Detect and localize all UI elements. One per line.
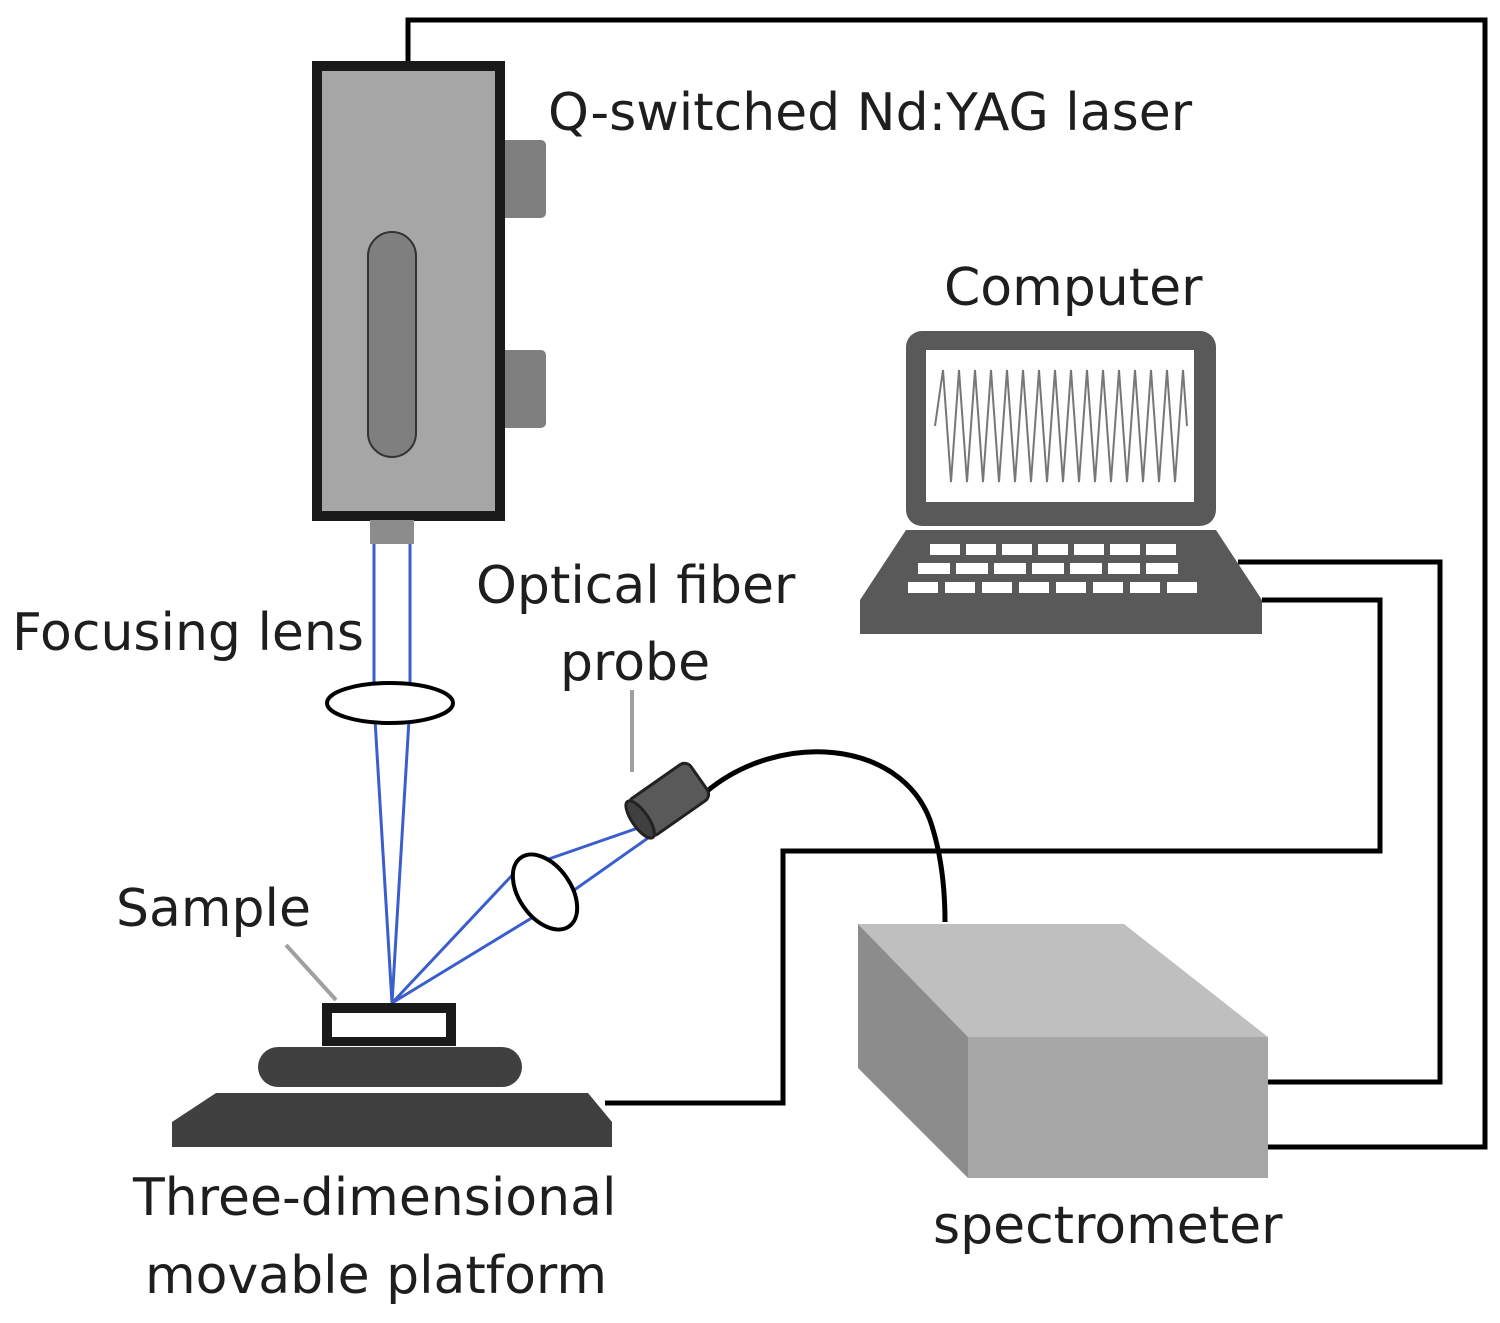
optical-fiber-cable — [704, 749, 948, 923]
spectrometer-label: spectrometer — [933, 1196, 1283, 1256]
collecting-lens-icon — [510, 852, 580, 932]
beam-focus-left — [372, 702, 394, 1004]
connection-wires — [405, 17, 1488, 1150]
platform-label-line1: Three-dimensional — [132, 1168, 616, 1228]
keyboard-key — [956, 563, 988, 574]
platform-base — [172, 1093, 612, 1147]
keyboard-keys — [908, 544, 1197, 593]
laser-beam — [372, 544, 412, 1004]
keyboard-key — [918, 563, 950, 574]
spectrometer-front — [968, 1037, 1268, 1178]
wire-computer-to-spectrometer — [1238, 559, 1443, 1085]
optical-fiber-label-line1: Optical fiber — [476, 556, 796, 616]
keyboard-key — [945, 582, 975, 593]
laser-output-aperture — [370, 520, 414, 544]
sample-label: Sample — [116, 879, 311, 939]
wire-computer-to-platform — [605, 597, 1383, 1106]
platform-label-line2: movable platform — [145, 1246, 607, 1306]
movable-platform-icon — [172, 1003, 612, 1147]
keyboard-key — [1056, 582, 1086, 593]
collect-line-lower — [391, 903, 554, 1005]
keyboard-key — [1019, 582, 1049, 593]
computer-label: Computer — [944, 258, 1203, 318]
keyboard-key — [966, 544, 996, 555]
sample — [332, 1013, 446, 1037]
laser-window — [367, 231, 417, 458]
keyboard-key — [1038, 544, 1068, 555]
keyboard-key — [1074, 544, 1104, 555]
spectrometer-box-icon — [858, 924, 1268, 1178]
keyboard-key — [1146, 544, 1176, 555]
keyboard-key — [1002, 544, 1032, 555]
keyboard-key — [908, 582, 938, 593]
keyboard-key — [1110, 544, 1140, 555]
waveform-signal — [934, 369, 1188, 483]
keyboard-key — [1093, 582, 1123, 593]
spectrometer-top — [858, 924, 1268, 1037]
sample-leader-line — [284, 943, 338, 1002]
leader-lines — [284, 690, 634, 1002]
fiber-probe-icon — [624, 761, 711, 840]
laser-connector-top — [500, 140, 546, 218]
keyboard-key — [1130, 582, 1160, 593]
keyboard-key — [1167, 582, 1197, 593]
focusing-lens-icon — [325, 681, 455, 725]
focusing-lens-label: Focusing lens — [12, 603, 364, 663]
keyboard-key — [1146, 563, 1178, 574]
keyboard-key — [930, 544, 960, 555]
keyboard-key — [1108, 563, 1140, 574]
optical-fiber-label-line2: probe — [560, 633, 710, 693]
laser-label: Q-switched Nd:YAG laser — [548, 83, 1193, 143]
keyboard-key — [1070, 563, 1102, 574]
platform-stage — [258, 1047, 522, 1087]
collect-line-upper — [390, 868, 519, 1005]
spectrometer-side — [858, 924, 968, 1178]
keyboard-key — [1032, 563, 1064, 574]
text-labels: Q-switched Nd:YAG laser Computer Focusin… — [12, 83, 1283, 1306]
wire-laser-to-spectrometer — [405, 17, 1488, 1150]
keyboard-key — [994, 563, 1026, 574]
laptop-icon — [860, 331, 1262, 634]
laser-device-icon — [312, 61, 546, 544]
laser-connector-bottom — [500, 350, 546, 428]
collection-beam — [390, 826, 649, 1005]
beam-focus-right — [390, 702, 412, 1004]
keyboard-key — [982, 582, 1012, 593]
